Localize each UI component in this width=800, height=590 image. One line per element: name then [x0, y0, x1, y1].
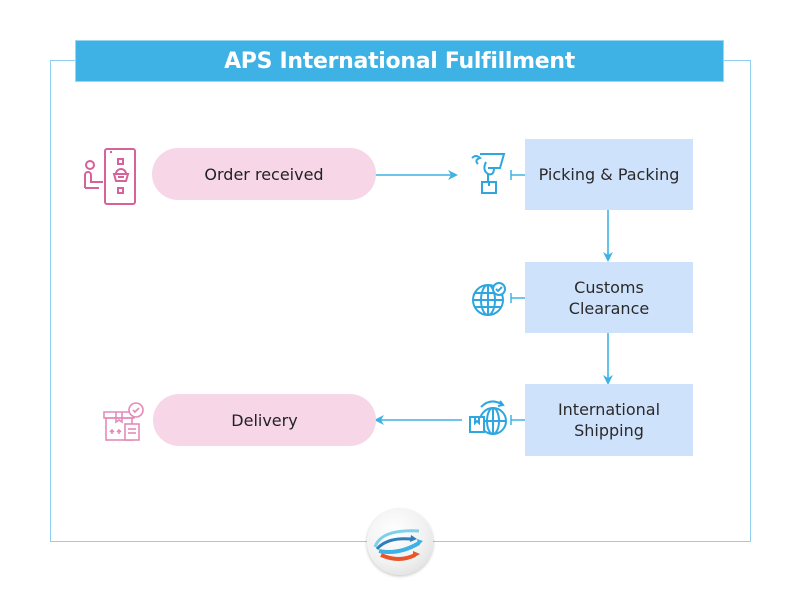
person-phone-basket-icon — [82, 147, 140, 211]
step-international-shipping: International Shipping — [525, 384, 693, 456]
box-delivered-icon — [103, 402, 147, 446]
step-label: Picking & Packing — [538, 165, 680, 184]
aps-logo — [367, 509, 433, 575]
step-label: Customs Clearance — [568, 277, 650, 318]
step-label: Delivery — [231, 410, 298, 430]
globe-box-icon — [467, 397, 511, 445]
diagram-title: APS International Fulfillment — [75, 40, 724, 82]
step-delivery: Delivery — [153, 394, 376, 446]
hand-package-icon — [470, 152, 510, 202]
step-customs-clearance: Customs Clearance — [525, 262, 693, 333]
step-order-received: Order received — [152, 148, 376, 200]
step-picking-packing: Picking & Packing — [525, 139, 693, 210]
step-label: International Shipping — [557, 400, 661, 440]
globe-check-icon — [470, 280, 508, 322]
step-label: Order received — [204, 164, 324, 184]
swirl-arrows-icon — [373, 529, 423, 561]
